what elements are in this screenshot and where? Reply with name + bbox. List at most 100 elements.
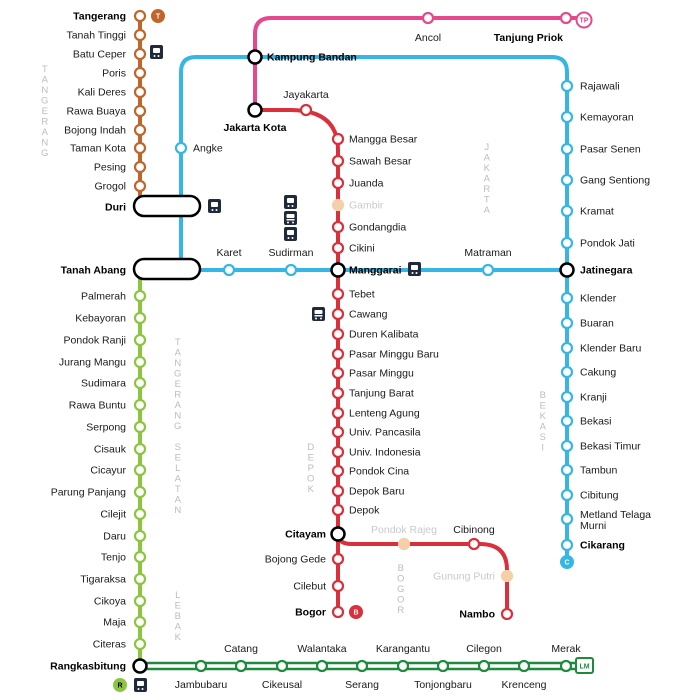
station-serpong[interactable] — [133, 420, 147, 434]
station-bojong-gede[interactable] — [331, 552, 345, 566]
station-angke[interactable] — [174, 141, 188, 155]
station-depok[interactable] — [331, 503, 345, 517]
station-poris[interactable] — [133, 66, 147, 80]
station-cikini[interactable] — [331, 241, 345, 255]
station-kranji[interactable] — [560, 390, 574, 404]
station-jambubaru[interactable] — [194, 659, 208, 673]
station-tigaraksa[interactable] — [133, 572, 147, 586]
station-parung-panjang[interactable] — [133, 485, 147, 499]
station-depok-baru[interactable] — [331, 484, 345, 498]
station-cikoya[interactable] — [133, 594, 147, 608]
station-citayam[interactable] — [330, 526, 346, 542]
station-tambun[interactable] — [560, 463, 574, 477]
station-pasar-senen[interactable] — [560, 142, 574, 156]
station-rangkasbitung[interactable] — [132, 658, 148, 674]
station-duren-kalibata[interactable] — [331, 327, 345, 341]
station-univ-indonesia[interactable] — [331, 445, 345, 459]
station-pasar-minggu-baru[interactable] — [331, 347, 345, 361]
station-tanjung-barat[interactable] — [331, 386, 345, 400]
station-jatinegara[interactable] — [559, 262, 575, 278]
station-univ-pancasila[interactable] — [331, 425, 345, 439]
station-tangerang[interactable] — [133, 9, 147, 23]
station-sawah-besar[interactable] — [331, 154, 345, 168]
station-palmerah[interactable] — [133, 289, 147, 303]
station-tonjongbaru[interactable] — [436, 659, 450, 673]
station-kemayoran[interactable] — [560, 110, 574, 124]
station-walantaka[interactable] — [315, 659, 329, 673]
station-cicayur[interactable] — [133, 463, 147, 477]
station-label-rawa-buntu: Rawa Buntu — [69, 400, 126, 412]
station-tanjung-priok[interactable] — [559, 11, 573, 25]
station-cibitung[interactable] — [560, 488, 574, 502]
station-juanda[interactable] — [331, 176, 345, 190]
station-jakarta-kota[interactable] — [247, 102, 263, 118]
station-kebayoran[interactable] — [133, 311, 147, 325]
station-cilebut[interactable] — [331, 579, 345, 593]
station-serang[interactable] — [355, 659, 369, 673]
station-label-pasar-minggu: Pasar Minggu — [349, 368, 414, 380]
station-cawang[interactable] — [331, 307, 345, 321]
station-label-krenceng: Krenceng — [502, 679, 547, 691]
station-gondangdia[interactable] — [331, 220, 345, 234]
station-sudirman[interactable] — [284, 263, 298, 277]
station-gang-sentiong[interactable] — [560, 173, 574, 187]
station-maja[interactable] — [133, 615, 147, 629]
station-daru[interactable] — [133, 529, 147, 543]
station-tebet[interactable] — [331, 287, 345, 301]
station-pondok-rajeg[interactable] — [397, 537, 411, 551]
station-grogol[interactable] — [133, 179, 147, 193]
station-label-cikeusal: Cikeusal — [262, 679, 302, 691]
station-nambo[interactable] — [500, 607, 514, 621]
station-kampung-bandan[interactable] — [247, 49, 263, 65]
station-klender-baru[interactable] — [560, 341, 574, 355]
bogor-badge: B — [349, 605, 363, 619]
station-karet[interactable] — [222, 263, 236, 277]
station-citeras[interactable] — [133, 637, 147, 651]
station-klender[interactable] — [560, 291, 574, 305]
station-matraman[interactable] — [481, 263, 495, 277]
station-bogor[interactable] — [331, 605, 345, 619]
station-bekasi[interactable] — [560, 414, 574, 428]
tanah-abang-interchange[interactable] — [132, 257, 202, 281]
station-cilejit[interactable] — [133, 507, 147, 521]
station-label-pondok-jati: Pondok Jati — [580, 238, 635, 250]
station-pasar-minggu[interactable] — [331, 366, 345, 380]
station-pondok-jati[interactable] — [560, 236, 574, 250]
station-rawa-buaya[interactable] — [133, 104, 147, 118]
station-catang[interactable] — [234, 659, 248, 673]
station-taman-kota[interactable] — [133, 141, 147, 155]
station-batu-ceper[interactable] — [133, 47, 147, 61]
station-kramat[interactable] — [560, 204, 574, 218]
station-krenceng[interactable] — [517, 659, 531, 673]
station-pondok-cina[interactable] — [331, 464, 345, 478]
station-cisauk[interactable] — [133, 442, 147, 456]
station-mangga-besar[interactable] — [331, 132, 345, 146]
station-merak[interactable] — [559, 659, 573, 673]
station-kali-deres[interactable] — [133, 85, 147, 99]
station-sudimara[interactable] — [133, 376, 147, 390]
station-rajawali[interactable] — [560, 79, 574, 93]
station-cikeusal[interactable] — [275, 659, 289, 673]
station-cikarang[interactable] — [560, 538, 574, 552]
station-cibinong[interactable] — [467, 537, 481, 551]
station-pesing[interactable] — [133, 160, 147, 174]
station-karangantu[interactable] — [396, 659, 410, 673]
station-cilegon[interactable] — [477, 659, 491, 673]
duri-interchange[interactable] — [132, 194, 202, 218]
station-jayakarta[interactable] — [299, 103, 313, 117]
station-bojong-indah[interactable] — [133, 123, 147, 137]
station-ancol[interactable] — [421, 11, 435, 25]
station-tenjo[interactable] — [133, 550, 147, 564]
station-metland-telaga-murni[interactable] — [560, 512, 574, 526]
station-manggarai[interactable] — [330, 262, 346, 278]
station-gambir[interactable] — [331, 198, 345, 212]
station-tanah-tinggi[interactable] — [133, 28, 147, 42]
station-lenteng-agung[interactable] — [331, 406, 345, 420]
station-cakung[interactable] — [560, 365, 574, 379]
station-gunung-putri[interactable] — [500, 569, 514, 583]
station-pondok-ranji[interactable] — [133, 333, 147, 347]
station-jurang-mangu[interactable] — [133, 355, 147, 369]
station-bekasi-timur[interactable] — [560, 439, 574, 453]
station-buaran[interactable] — [560, 316, 574, 330]
station-rawa-buntu[interactable] — [133, 398, 147, 412]
